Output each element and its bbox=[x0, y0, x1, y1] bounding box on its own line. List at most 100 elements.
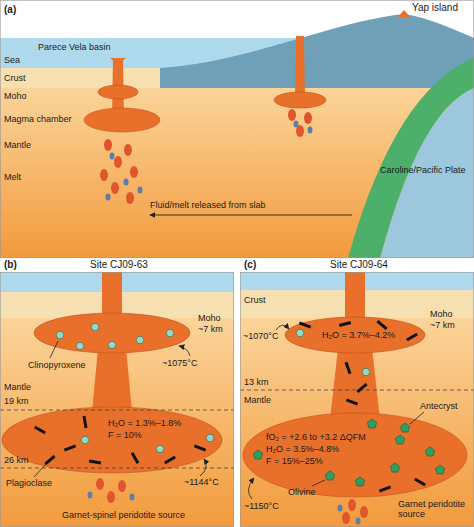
layer-name: Crust bbox=[244, 295, 266, 305]
plagioclase-crystal bbox=[376, 320, 387, 330]
fluid-drop bbox=[110, 153, 115, 160]
fluid-drop bbox=[138, 187, 143, 194]
panel-letter: (b) bbox=[4, 259, 17, 271]
temperature-arrow bbox=[200, 459, 206, 476]
plagioclase-crystal bbox=[34, 426, 46, 435]
lower-chamber bbox=[2, 407, 222, 473]
olivine-crystal bbox=[325, 471, 335, 480]
plagioclase-crystal bbox=[194, 445, 206, 452]
mantle-layer bbox=[240, 318, 474, 527]
melt-drop bbox=[348, 499, 356, 511]
melt-drop bbox=[114, 156, 122, 168]
panel-border bbox=[240, 272, 473, 526]
plagioclase-crystal bbox=[414, 478, 426, 487]
place-name: Yap island bbox=[412, 2, 458, 14]
mantle-layer bbox=[0, 88, 474, 258]
plagioclase-crystal bbox=[64, 445, 76, 452]
layer-name: Mantle bbox=[244, 395, 271, 405]
clinopyroxene-crystal bbox=[136, 337, 144, 344]
olivine-crystal bbox=[390, 463, 400, 472]
mineral-name: Olivine bbox=[288, 487, 316, 497]
melt-drop bbox=[288, 109, 296, 121]
layer-name: Crust bbox=[4, 73, 26, 83]
clinopyroxene-crystal bbox=[91, 324, 99, 331]
melt-drop bbox=[118, 480, 126, 492]
depth-value: 13 km bbox=[244, 377, 269, 387]
temperature-value: ~1150°C bbox=[244, 501, 279, 511]
panel-background bbox=[0, 0, 474, 258]
panel-border bbox=[0, 0, 473, 257]
conduit bbox=[330, 348, 380, 420]
plagioclase-crystal bbox=[379, 486, 391, 493]
vent bbox=[110, 58, 126, 62]
mineral-name: Antecryst bbox=[420, 401, 458, 411]
layer-name: Moho bbox=[4, 91, 27, 101]
panel-letter: (a) bbox=[4, 4, 16, 16]
summit-vent bbox=[398, 10, 410, 17]
plagioclase-crystal bbox=[346, 399, 358, 406]
plagioclase-crystal bbox=[131, 452, 140, 464]
clinopyroxene-crystal bbox=[156, 446, 164, 453]
melt-drop bbox=[304, 112, 312, 124]
melt-drop bbox=[111, 182, 119, 194]
fluid-drop bbox=[294, 121, 299, 128]
water-content: H₂O = 3.7%–4.2% bbox=[322, 330, 395, 340]
plagioclase-crystal bbox=[406, 333, 418, 342]
panel-border bbox=[0, 272, 233, 526]
plagioclase-crystal bbox=[356, 383, 367, 393]
site-title: Site CJ09-63 bbox=[90, 259, 148, 271]
depth-value: ~7 km bbox=[430, 320, 455, 330]
plate-name: Caroline/Pacific Plate bbox=[380, 165, 470, 175]
melt-drop bbox=[342, 512, 350, 524]
conduit bbox=[345, 272, 365, 322]
depth-value: 26 km bbox=[4, 455, 29, 465]
fluid-drop bbox=[88, 492, 93, 499]
depth-line bbox=[0, 468, 234, 469]
temperature-value: ~1070°C bbox=[243, 331, 278, 341]
magma-chamber bbox=[84, 108, 160, 132]
melt-drop bbox=[104, 139, 112, 151]
clinopyroxene-crystal bbox=[206, 435, 214, 442]
layer-name: Moho bbox=[430, 309, 453, 319]
upper-chamber bbox=[34, 313, 190, 353]
melt-drop bbox=[107, 491, 115, 503]
melt-drop bbox=[360, 506, 368, 518]
water-content: H₂O = 1.3%–1.8% bbox=[108, 418, 181, 428]
source-name: Garnet peridotite source bbox=[398, 499, 470, 520]
mineral-name: Plagioclase bbox=[6, 478, 52, 488]
clinopyroxene-crystal bbox=[362, 369, 370, 376]
plagioclase-crystal bbox=[89, 459, 101, 464]
leader-line bbox=[312, 480, 325, 486]
fluid-drop bbox=[124, 179, 129, 186]
water-content: H₂O = 3.5%–4.8% bbox=[266, 444, 339, 454]
source-name: Garnet-spinel peridotite source bbox=[62, 510, 185, 520]
layer-name: Moho bbox=[198, 313, 221, 323]
temperature-value: ~1144°C bbox=[184, 477, 219, 487]
olivine-crystal bbox=[425, 447, 435, 456]
subducting-slab bbox=[348, 58, 474, 258]
clinopyroxene-crystal bbox=[76, 343, 84, 350]
lower-chamber bbox=[243, 413, 467, 497]
clinopyroxene-crystal bbox=[81, 437, 89, 444]
process-note: Fluid/melt released from slab bbox=[150, 200, 266, 210]
conduit bbox=[295, 36, 305, 100]
place-name: Parece Vela basin bbox=[38, 42, 111, 52]
olivine-crystal bbox=[355, 477, 365, 486]
plagioclase-crystal bbox=[82, 416, 87, 428]
small-chamber bbox=[98, 85, 138, 99]
temperature-arrow bbox=[179, 346, 190, 356]
depth-line bbox=[0, 410, 234, 411]
melting-degree: F = 15%–25% bbox=[266, 456, 323, 466]
plagioclase-crystal bbox=[164, 456, 176, 465]
leader-line bbox=[50, 341, 58, 358]
plagioclase-crystal bbox=[299, 322, 311, 329]
plagioclase-crystal bbox=[339, 321, 351, 327]
leader-line bbox=[410, 412, 424, 424]
clinopyroxene-crystal bbox=[296, 330, 304, 337]
fluid-drop bbox=[356, 518, 361, 525]
part-name: Melt bbox=[4, 172, 21, 182]
magma-chamber bbox=[274, 92, 326, 108]
melt-drop bbox=[100, 169, 108, 181]
